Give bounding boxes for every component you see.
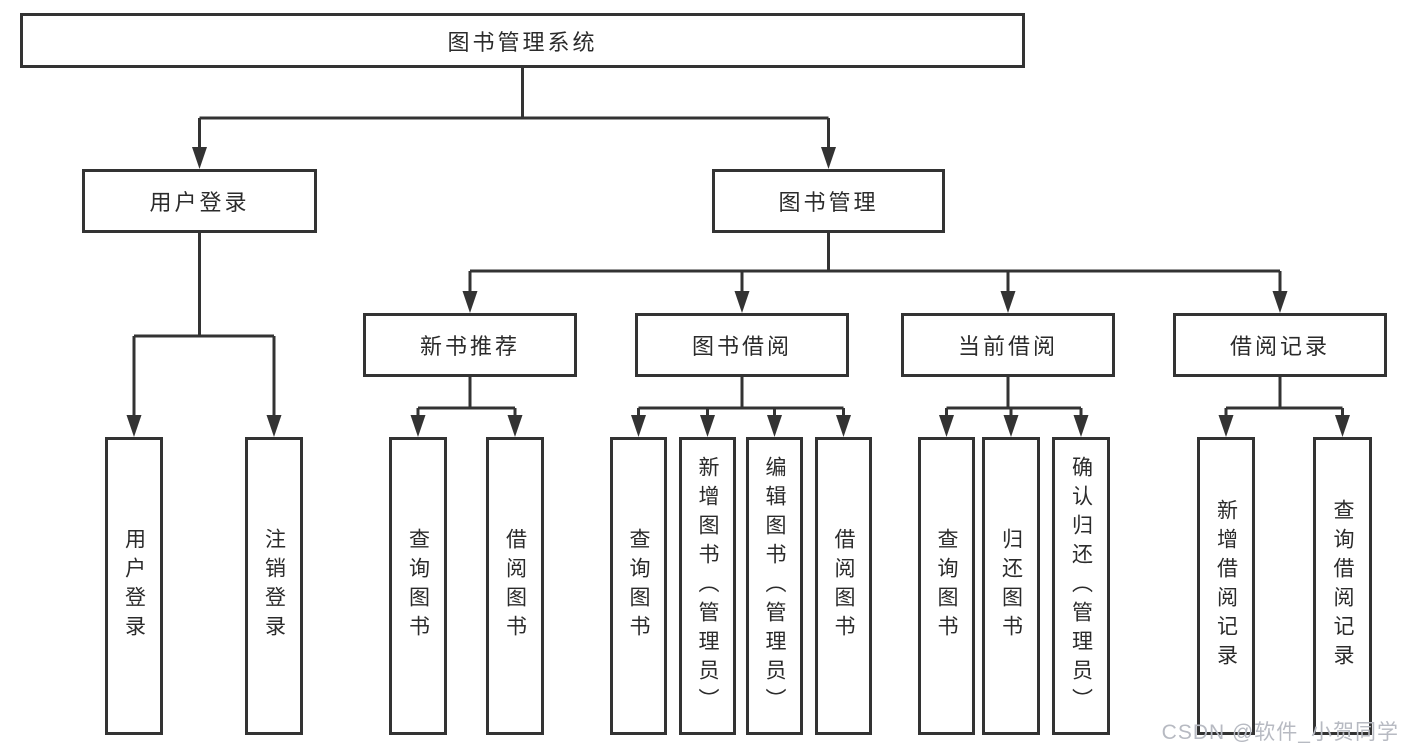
leaf-user-login: 用户登录 (105, 437, 163, 735)
node-current-borrow-label: 当前借阅 (957, 334, 1058, 359)
leaf-query-borrow-record-label: 查询借阅记录 (1331, 499, 1354, 673)
node-root-label: 图书管理系统 (447, 29, 598, 55)
node-new-book-rec-label: 新书推荐 (419, 334, 520, 359)
arrowheads (126, 147, 1350, 437)
leaf-add-book-admin: 新增图书（管理员） (679, 437, 736, 735)
leaf-edit-book-admin-label: 编辑图书（管理员） (763, 455, 786, 717)
leaf-return-book-label: 归还图书 (999, 528, 1023, 644)
leaf-confirm-return-admin-label: 确认归还（管理员） (1069, 455, 1093, 717)
leaf-query-book-2-label: 查询图书 (627, 528, 650, 644)
node-user-login: 用户登录 (82, 169, 317, 233)
node-user-login-label: 用户登录 (149, 190, 250, 215)
leaf-query-book-3-label: 查询图书 (935, 528, 958, 644)
node-new-book-rec: 新书推荐 (363, 313, 577, 377)
leaf-borrow-book-1-label: 借阅图书 (503, 528, 527, 644)
node-book-mgmt: 图书管理 (712, 169, 945, 233)
leaf-confirm-return-admin: 确认归还（管理员） (1052, 437, 1110, 735)
leaf-logout-label: 注销登录 (262, 528, 286, 644)
leaf-logout: 注销登录 (245, 437, 303, 735)
leaf-add-borrow-record: 新增借阅记录 (1197, 437, 1255, 735)
node-borrow-records: 借阅记录 (1173, 313, 1387, 377)
leaf-edit-book-admin: 编辑图书（管理员） (746, 437, 803, 735)
leaf-query-book-3: 查询图书 (918, 437, 975, 735)
node-current-borrow: 当前借阅 (901, 313, 1115, 377)
leaf-borrow-book-1: 借阅图书 (486, 437, 544, 735)
leaf-add-borrow-record-label: 新增借阅记录 (1214, 499, 1238, 673)
leaf-query-borrow-record: 查询借阅记录 (1313, 437, 1372, 735)
node-book-borrow-label: 图书借阅 (691, 334, 792, 359)
node-borrow-records-label: 借阅记录 (1229, 334, 1330, 359)
node-book-mgmt-label: 图书管理 (778, 190, 879, 215)
leaf-add-book-admin-label: 新增图书（管理员） (696, 455, 719, 717)
leaf-user-login-label: 用户登录 (122, 528, 146, 644)
node-book-borrow: 图书借阅 (635, 313, 849, 377)
watermark: CSDN @软件_小贺同学 (1161, 721, 1399, 744)
leaf-query-book-2: 查询图书 (610, 437, 667, 735)
node-root: 图书管理系统 (20, 13, 1025, 68)
leaf-query-book-1: 查询图书 (389, 437, 447, 735)
leaf-borrow-book-2-label: 借阅图书 (832, 528, 855, 644)
leaf-return-book: 归还图书 (982, 437, 1040, 735)
leaf-query-book-1-label: 查询图书 (406, 528, 430, 644)
leaf-borrow-book-2: 借阅图书 (815, 437, 872, 735)
